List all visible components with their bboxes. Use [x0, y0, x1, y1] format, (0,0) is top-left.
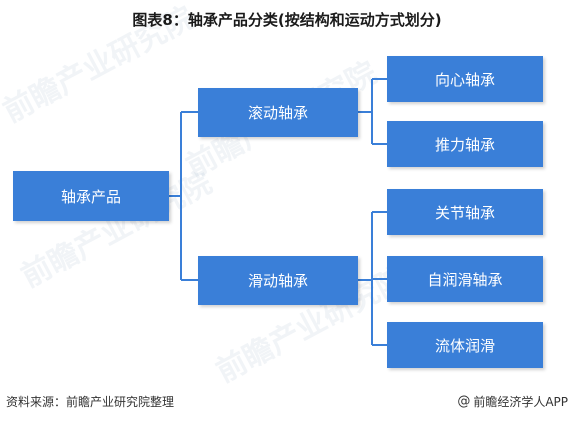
brand-credit: @ 前瞻经济学人APP	[457, 393, 568, 410]
node-joint-bearing: 关节轴承	[387, 189, 543, 235]
node-radial-bearing: 向心轴承	[387, 56, 543, 102]
node-fluid-lubrication: 流体润滑	[387, 322, 543, 368]
node-sliding-bearing: 滑动轴承	[198, 256, 358, 305]
node-thrust-bearing: 推力轴承	[387, 121, 543, 167]
diagram-title: 图表8：轴承产品分类(按结构和运动方式划分)	[132, 11, 442, 29]
node-bearing-products: 轴承产品	[13, 171, 169, 221]
source-note: 资料来源：前瞻产业研究院整理	[6, 395, 175, 409]
node-rolling-bearing: 滚动轴承	[198, 88, 358, 137]
brand-label: 前瞻经济学人APP	[473, 395, 568, 409]
at-icon: @	[457, 394, 471, 409]
node-self-lubricating-bearing: 自润滑轴承	[387, 256, 543, 302]
